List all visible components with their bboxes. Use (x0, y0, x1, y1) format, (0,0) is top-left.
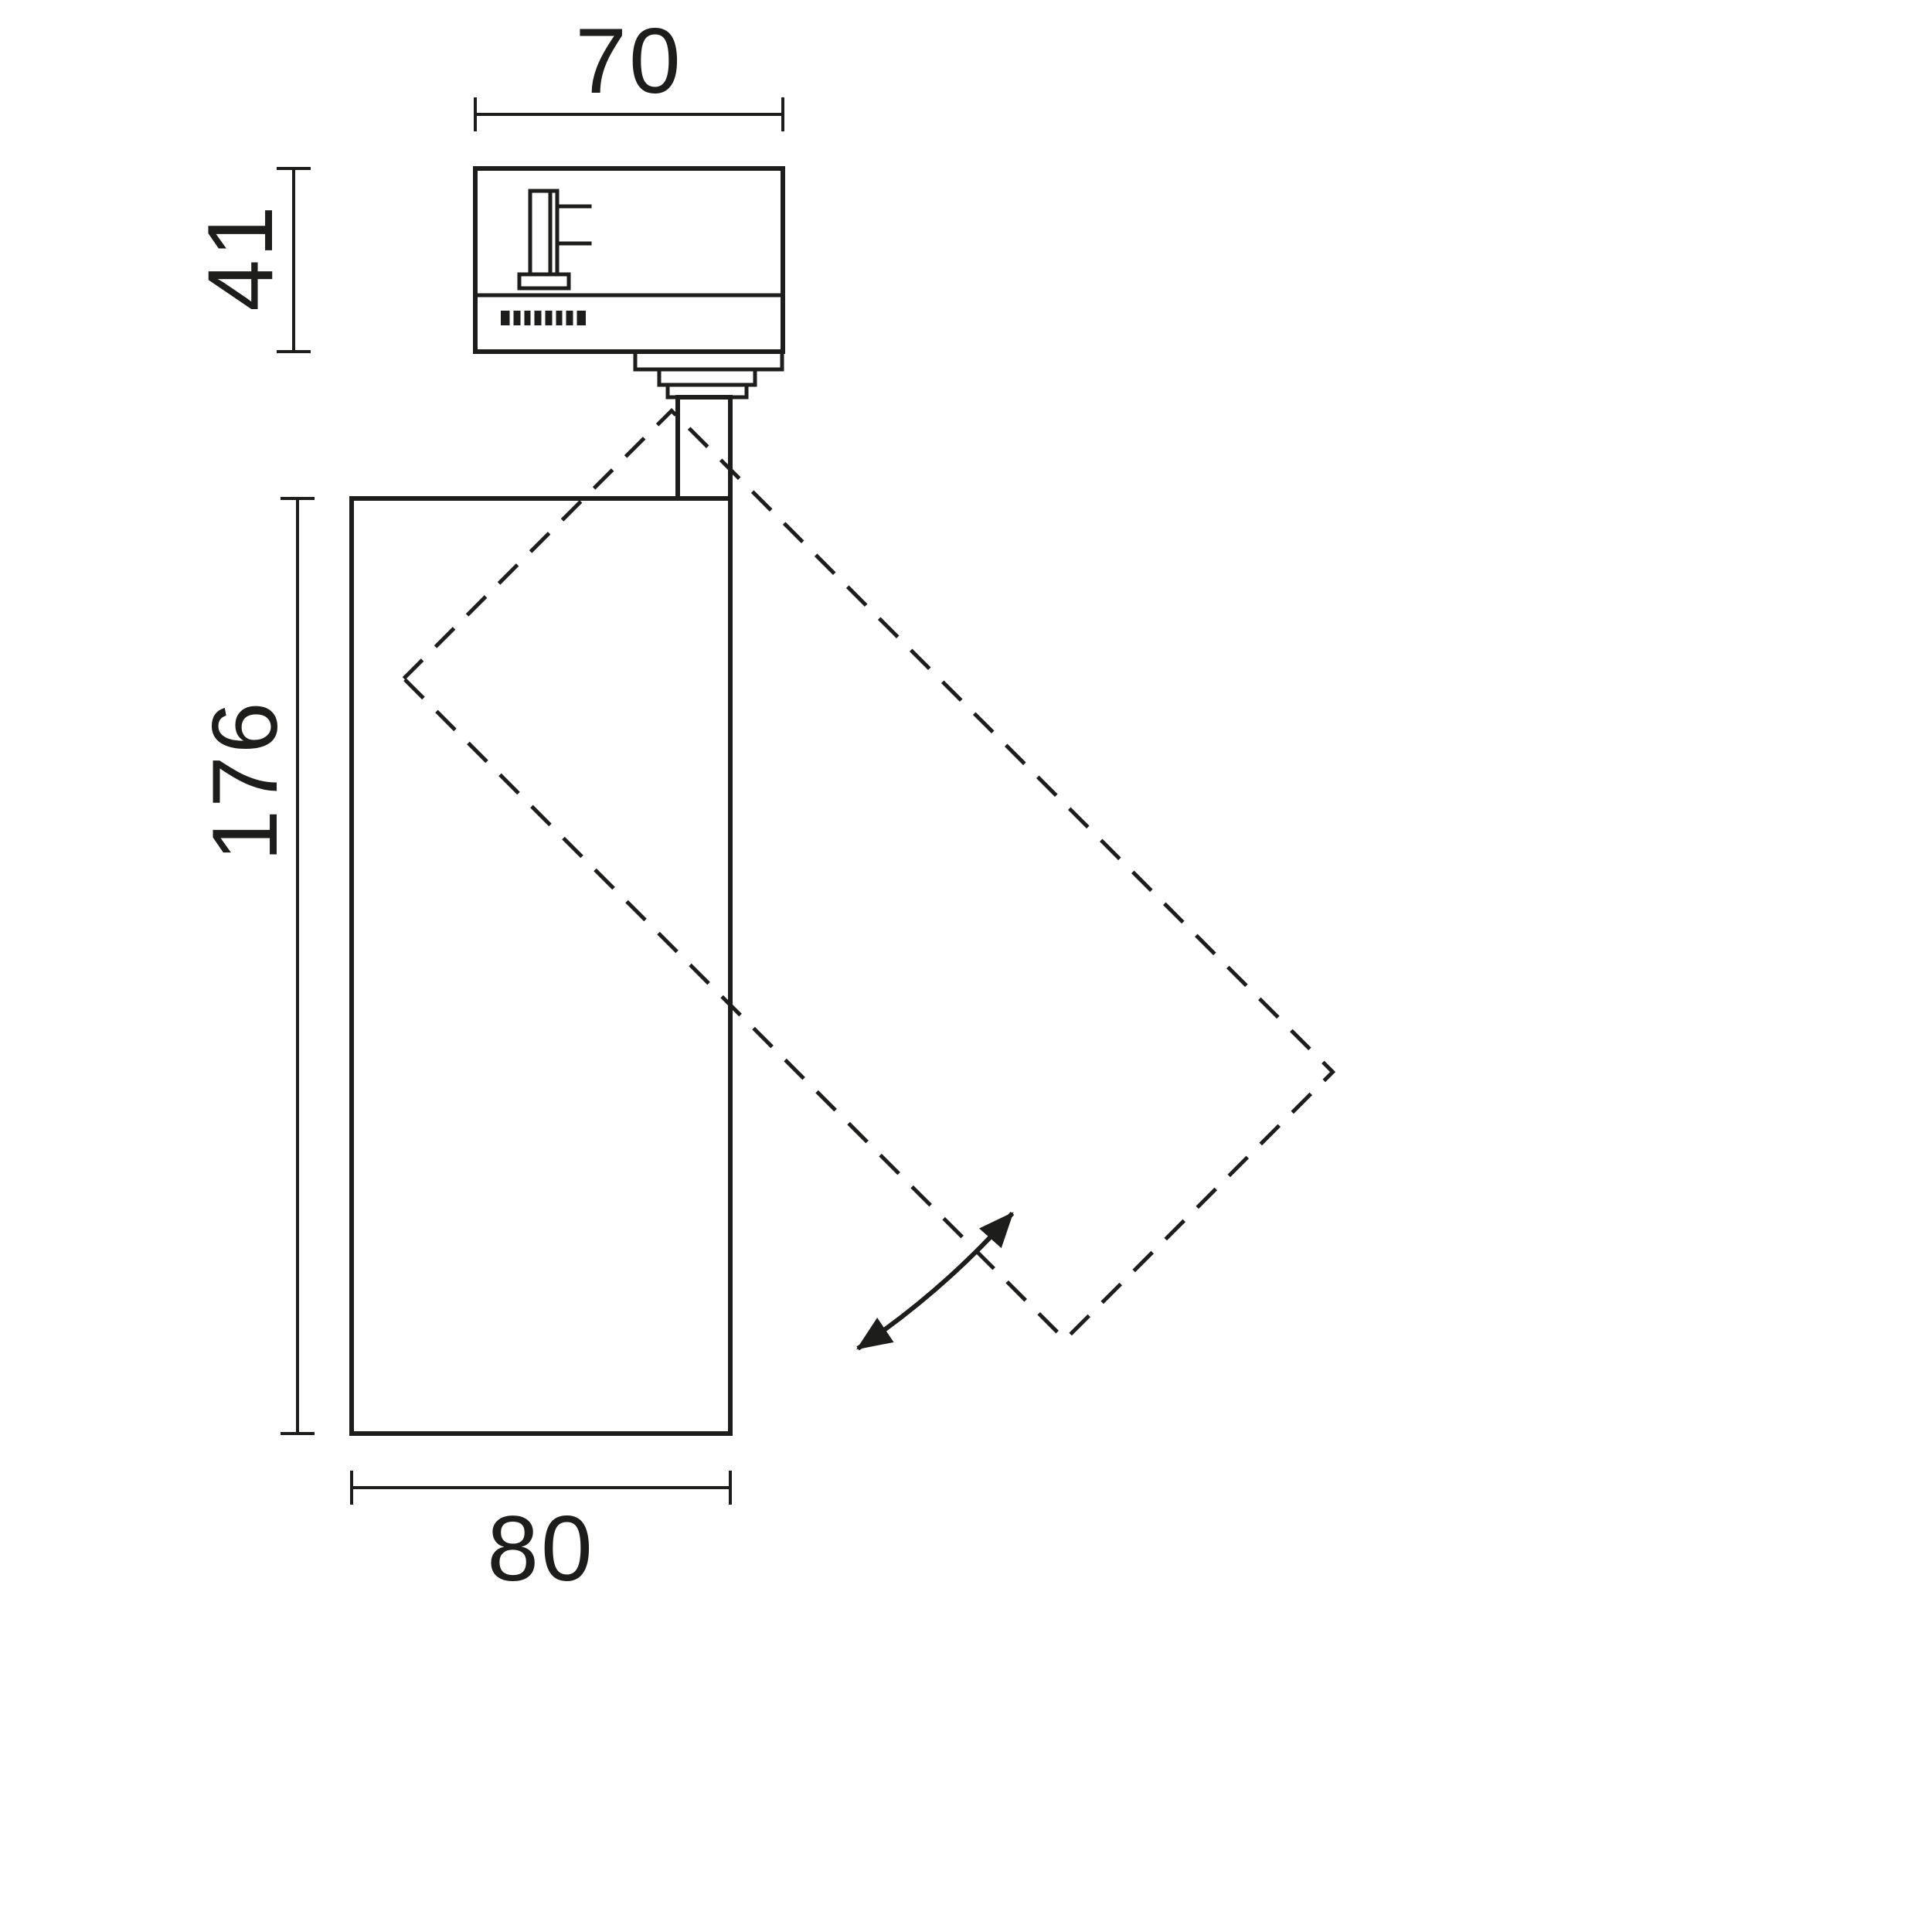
dimension-label-adapter-height: 41 (189, 203, 292, 311)
spotlight-body-outline (349, 496, 733, 1436)
switch-tab-base (517, 272, 571, 291)
stem (675, 395, 733, 501)
track-adapter-outline (473, 166, 785, 354)
adapter-contact-strip (501, 309, 586, 327)
dimension-body-length: 176 (193, 497, 315, 1435)
dimension-label-body-width: 80 (487, 1497, 594, 1600)
adapter-step-1 (633, 349, 784, 372)
dimension-adapter-height: 41 (189, 167, 311, 353)
dimension-body-width: 80 (350, 1471, 732, 1600)
track-adapter (473, 166, 785, 501)
rotation-arrow-icon (856, 1212, 1015, 1351)
adapter-step-2 (657, 367, 757, 387)
rotated-body-dashed-outline (400, 407, 1336, 1343)
dimension-label-adapter-width: 70 (575, 9, 682, 113)
dimension-adapter-width: 70 (474, 9, 784, 131)
adapter-switch-tab (528, 189, 560, 277)
dimension-label-body-length: 176 (193, 699, 297, 861)
